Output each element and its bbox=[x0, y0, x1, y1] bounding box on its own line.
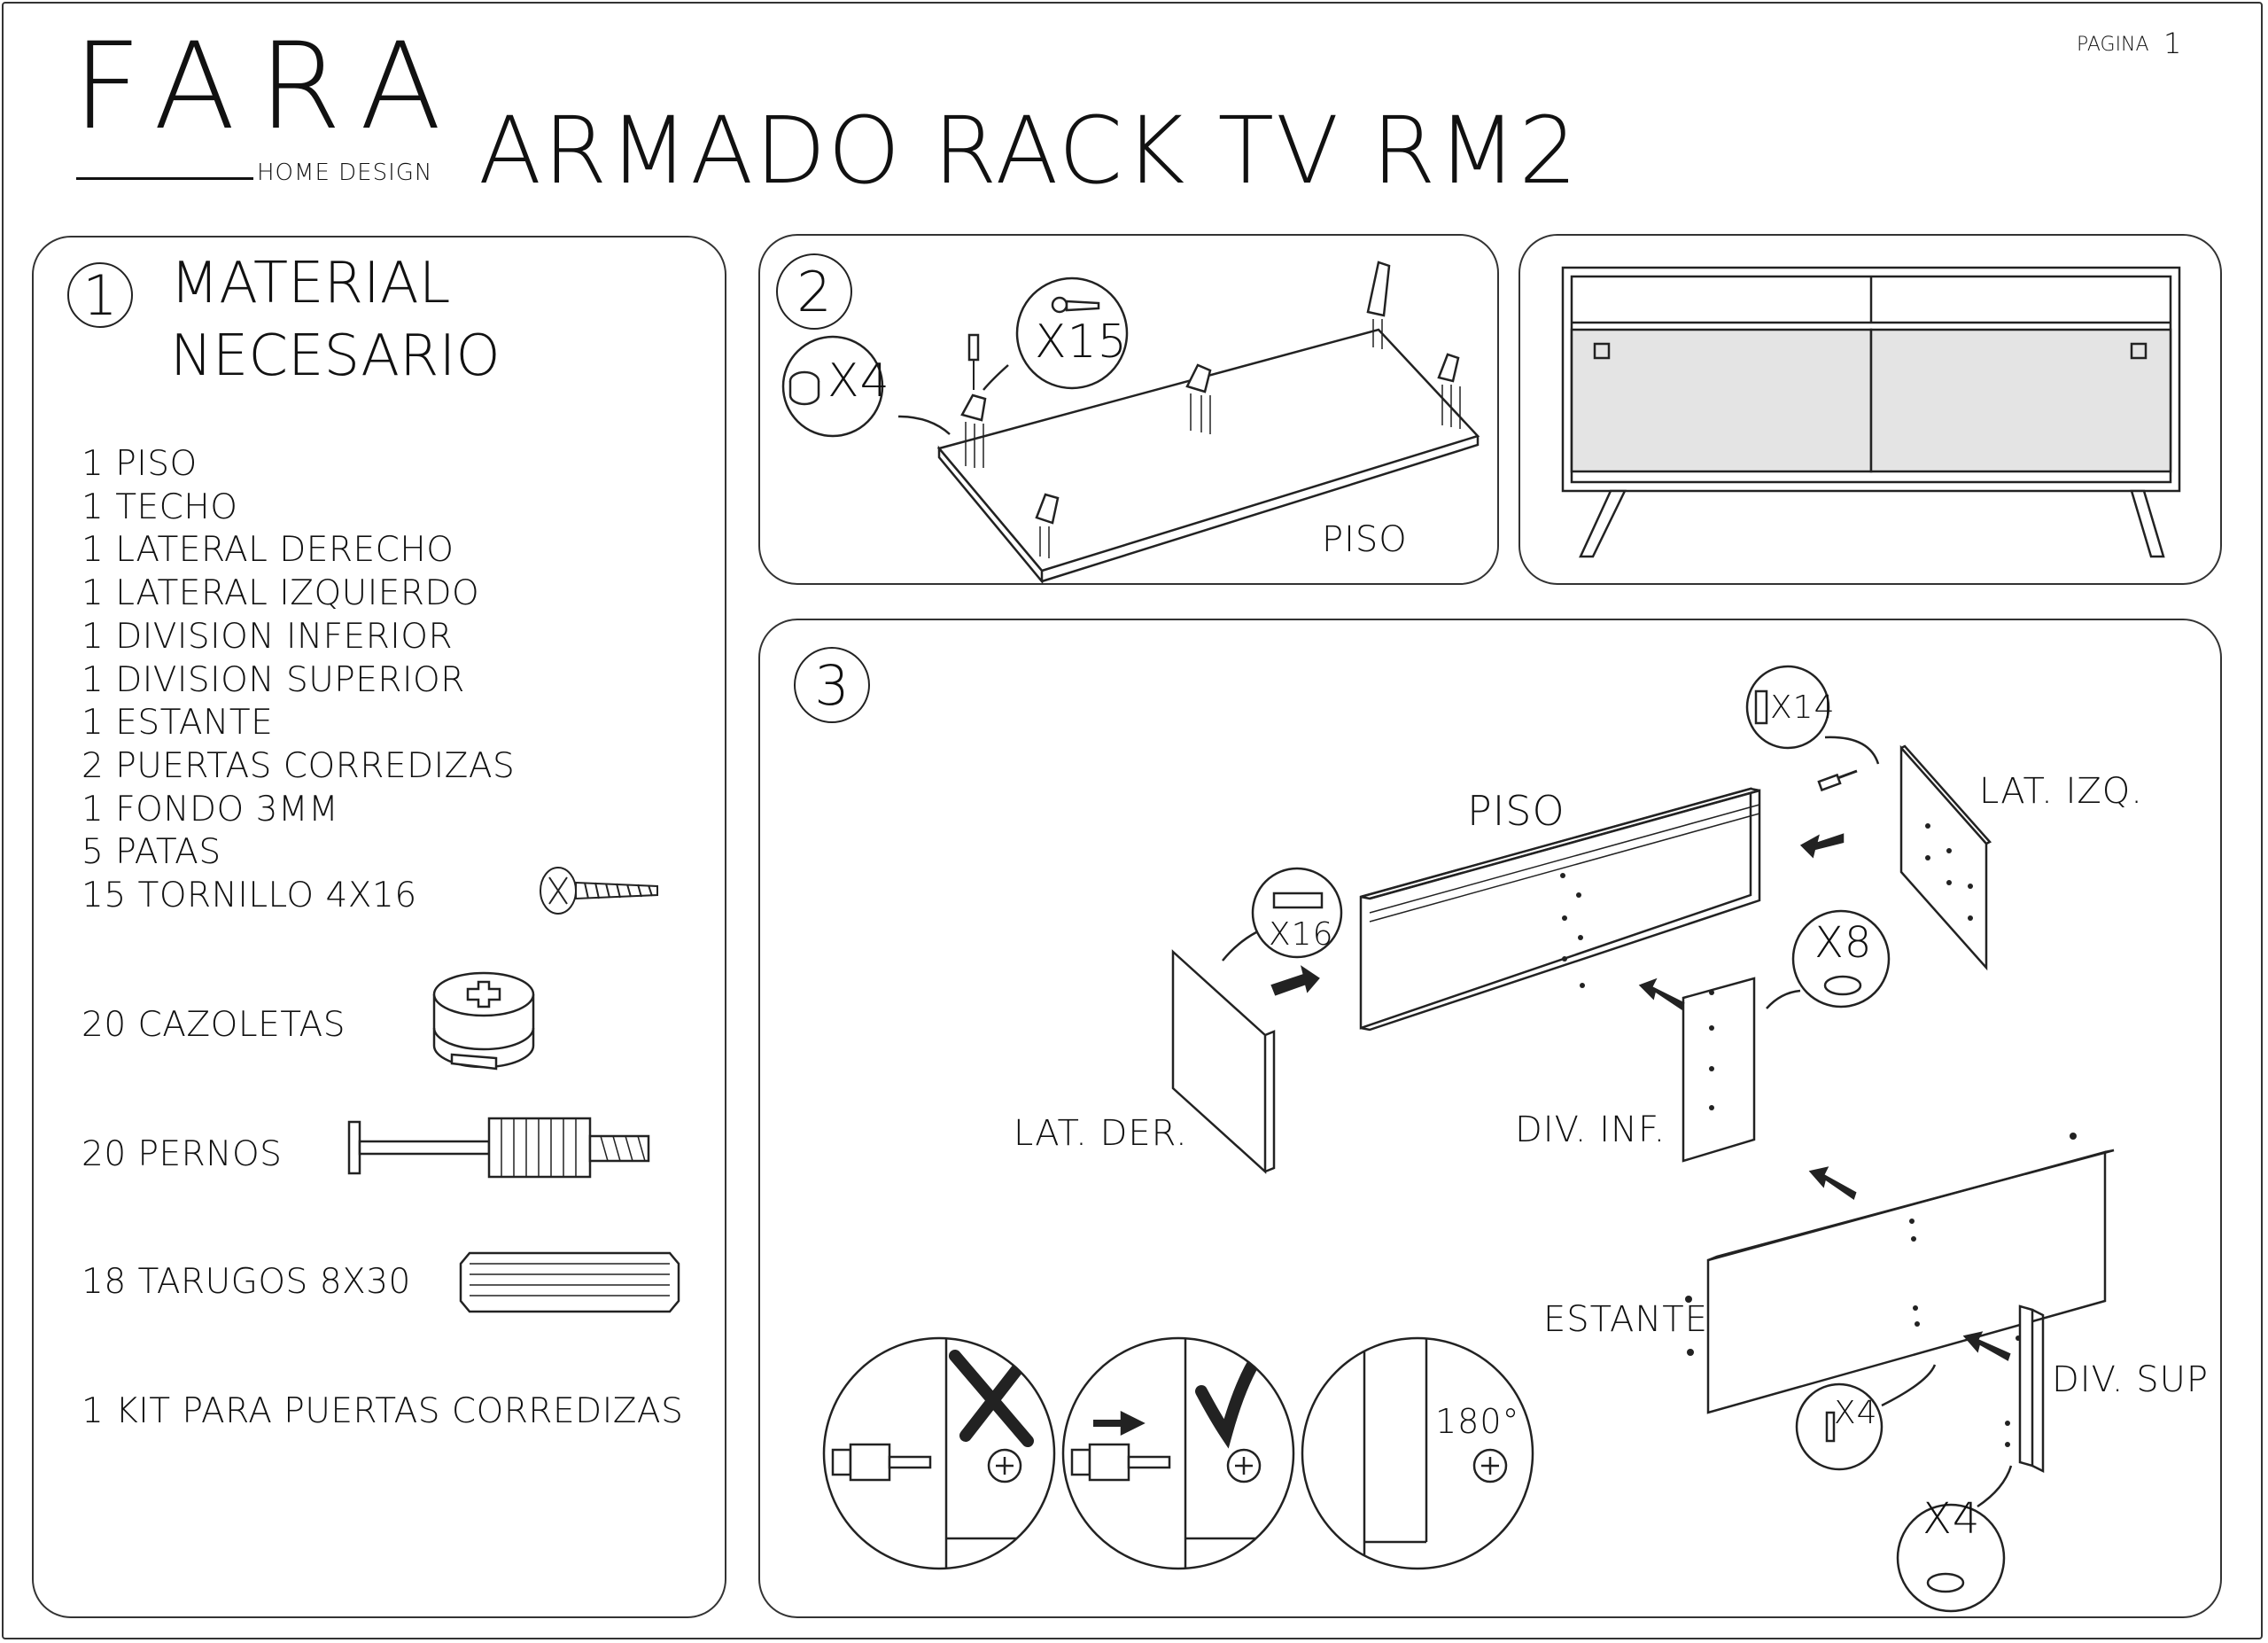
page-label: PAGINA bbox=[2077, 34, 2149, 56]
label-div-sup: DIV. SUP bbox=[2052, 1359, 2210, 1400]
step2-part-label: PISO bbox=[1322, 519, 1408, 560]
hardware-dowel-label: 18 TARUGOS 8X30 bbox=[82, 1262, 411, 1302]
label-estante: ESTANTE bbox=[1543, 1299, 1708, 1340]
label-lat-izq: LAT. IZQ. bbox=[1979, 771, 2143, 812]
brand-subtitle: HOME DESIGN bbox=[257, 160, 433, 186]
label-lat-der: LAT. DER. bbox=[1014, 1113, 1188, 1154]
page-number: 1 bbox=[2163, 27, 2182, 60]
material-item: 5 PATAS bbox=[82, 832, 221, 873]
material-item: 15 TORNILLO 4X16 bbox=[82, 876, 417, 916]
panel-step-3 bbox=[758, 619, 2222, 1618]
step-1-badge: 1 bbox=[67, 262, 133, 328]
panel-step-2 bbox=[758, 234, 1499, 585]
step-3-badge: 3 bbox=[794, 647, 870, 723]
step3-cam-qty-b: X4 bbox=[1922, 1494, 1981, 1544]
step3-bolt-qty: X14 bbox=[1770, 689, 1836, 726]
step2-cam-qty: X4 bbox=[827, 354, 890, 408]
panel-materials bbox=[32, 236, 726, 1618]
material-item: 2 PUERTAS CORREDIZAS bbox=[82, 745, 516, 786]
step-2-badge: 2 bbox=[776, 253, 852, 330]
brand-underline bbox=[76, 177, 253, 180]
material-item: 1 LATERAL DERECHO bbox=[82, 530, 454, 571]
brand-logo: FARA bbox=[73, 17, 465, 156]
materials-heading: MATERIAL NECESARIO bbox=[170, 248, 501, 393]
label-div-inf: DIV. INF. bbox=[1515, 1110, 1666, 1150]
material-item: 1 ESTANTE bbox=[82, 703, 274, 744]
step3-dowel-qty: X16 bbox=[1269, 916, 1334, 953]
material-item: 1 LATERAL IZQUIERDO bbox=[82, 573, 480, 614]
materials-list: 1 PISO 1 TECHO 1 LATERAL DERECHO 1 LATER… bbox=[82, 443, 515, 918]
materials-heading-line1: MATERIAL bbox=[170, 251, 451, 316]
material-item: 1 FONDO 3MM bbox=[82, 789, 339, 829]
page-title: ARMADO RACK TV RM2 bbox=[478, 97, 1580, 205]
hardware-cam-label: 20 CAZOLETAS bbox=[82, 1005, 346, 1045]
material-item: 1 DIVISION INFERIOR bbox=[82, 616, 454, 657]
hardware-bolt-label: 20 PERNOS bbox=[82, 1134, 283, 1174]
step2-screw-qty: X15 bbox=[1035, 315, 1128, 369]
material-item: 1 DIVISION SUPERIOR bbox=[82, 659, 465, 700]
material-item: 1 TECHO bbox=[82, 487, 238, 527]
materials-heading-line2: NECESARIO bbox=[170, 323, 501, 389]
hardware-kit-label: 1 KIT PARA PUERTAS CORREDIZAS bbox=[82, 1391, 684, 1431]
step3-bolt-qty-b: X4 bbox=[1834, 1395, 1878, 1431]
label-piso: PISO bbox=[1467, 787, 1565, 835]
material-item: 1 PISO bbox=[82, 444, 198, 484]
panel-preview bbox=[1518, 234, 2222, 585]
rotation-label: 180° bbox=[1435, 1402, 1520, 1441]
step3-cam-qty: X8 bbox=[1814, 918, 1873, 968]
